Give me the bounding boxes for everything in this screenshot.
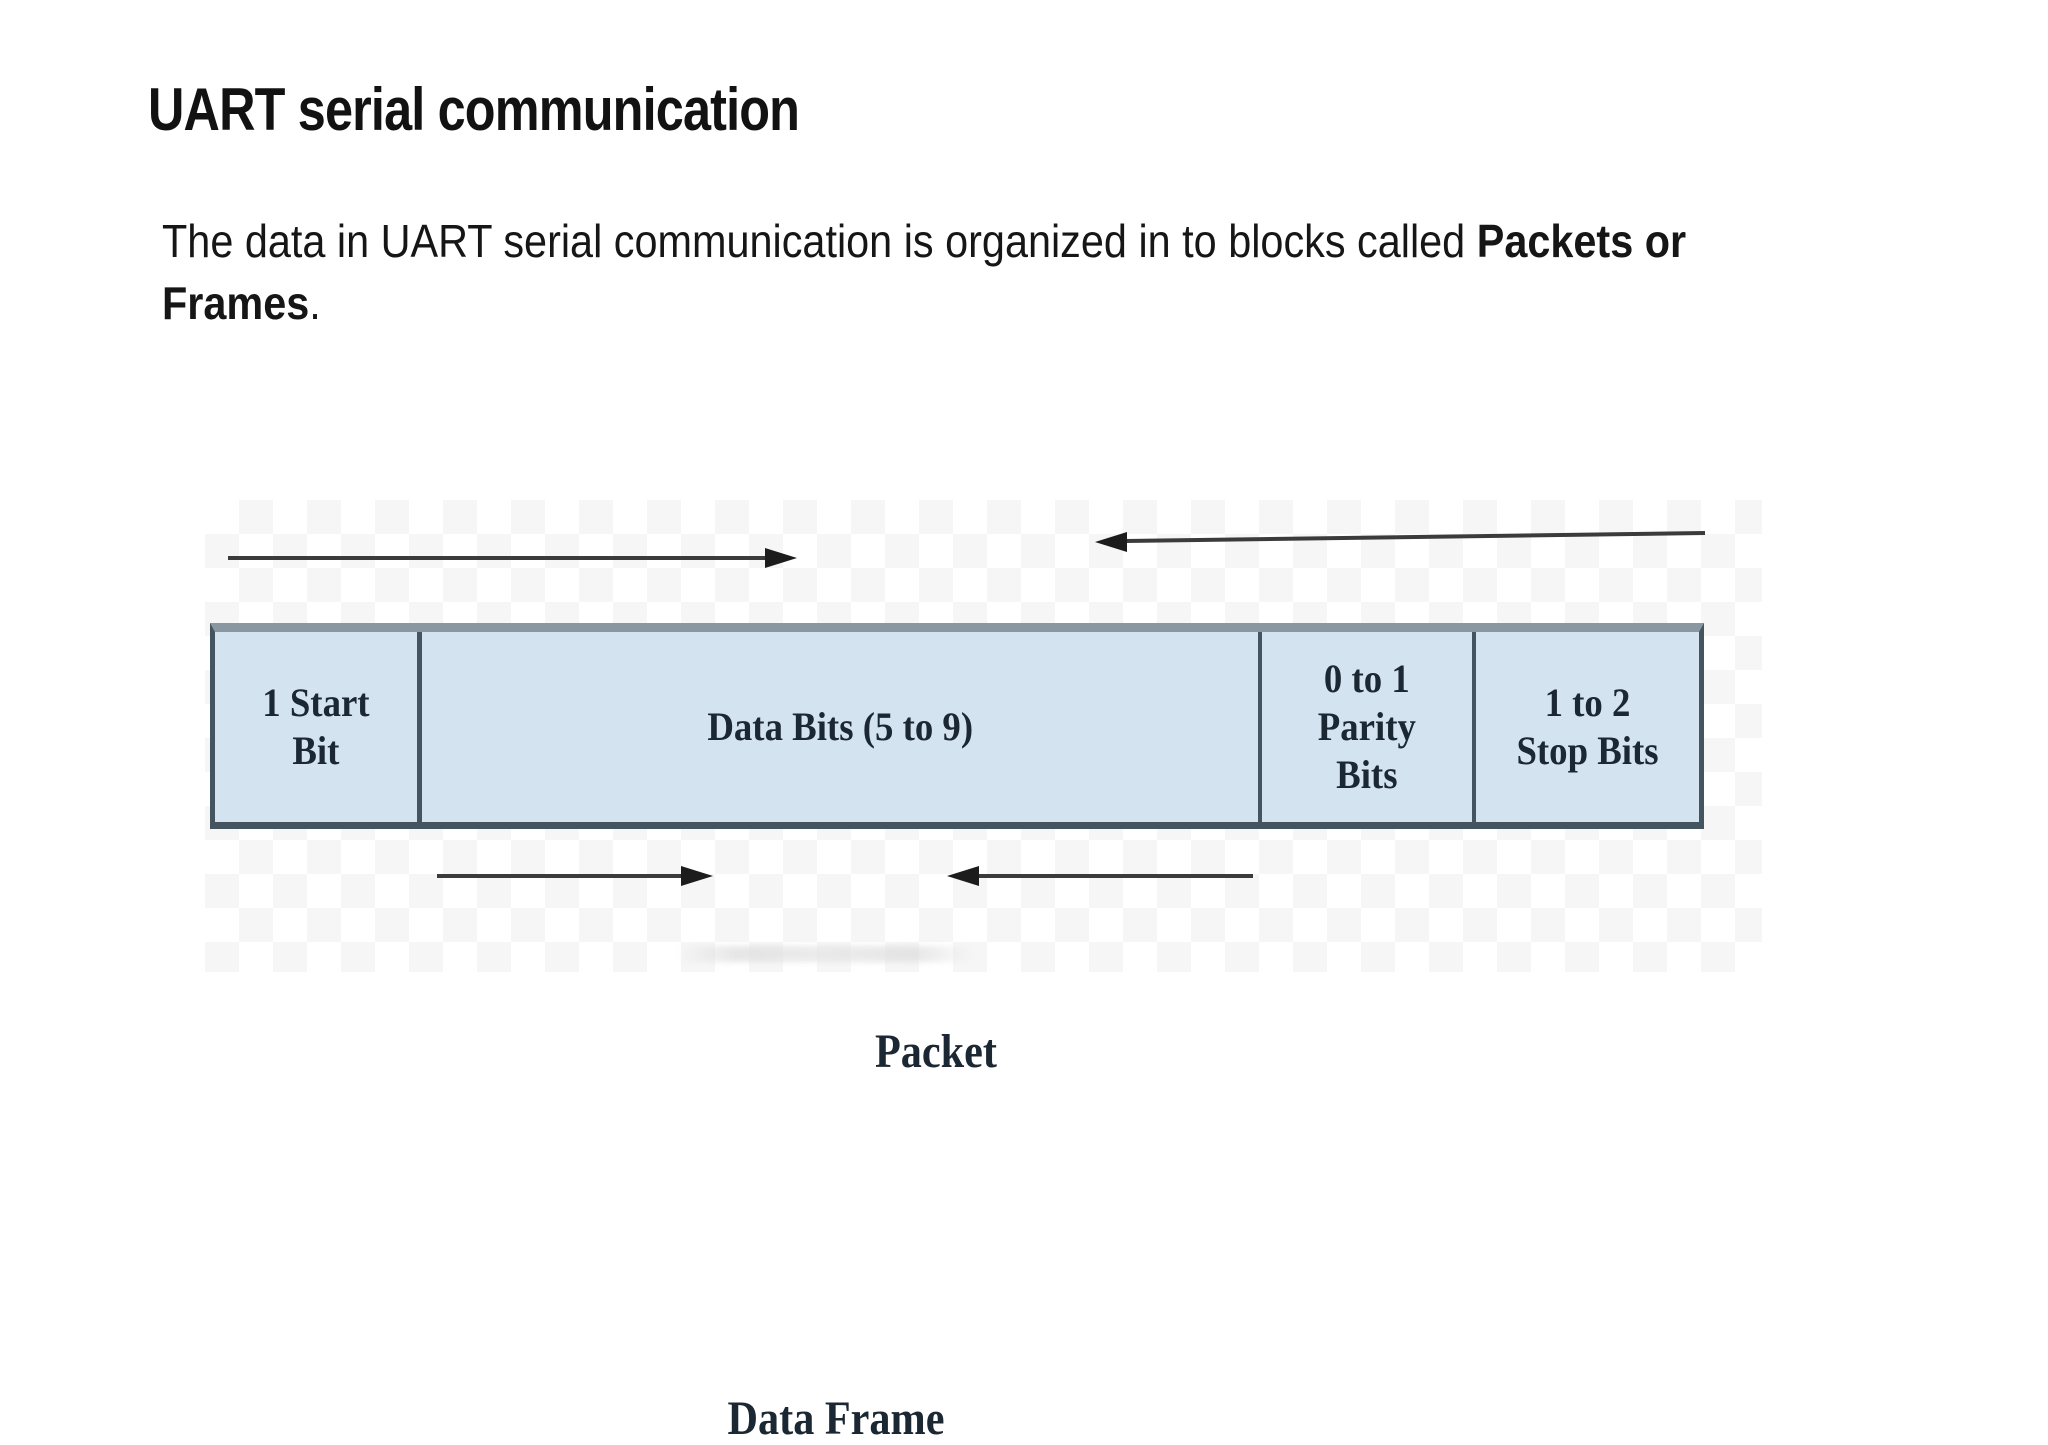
parity-bits-cell-label: 0 to 1 Parity Bits <box>1318 656 1417 797</box>
data-frame-arrow-left <box>437 866 713 886</box>
uart-packet-diagram: Packet 1 Start Bit Data Bits (5 to 9) 0 … <box>205 500 1762 1445</box>
arrow-layer <box>228 531 1706 886</box>
data-bits-cell-label: Data Bits (5 to 9) <box>707 704 973 749</box>
data-bits-cell: Data Bits (5 to 9) <box>416 632 1258 822</box>
intro-line1-normal: The data in UART serial communication is… <box>162 215 1477 267</box>
intro-line2-suffix: . <box>309 277 321 329</box>
packet-structure-table: 1 Start Bit Data Bits (5 to 9) 0 to 1 Pa… <box>210 623 1704 829</box>
page-title: UART serial communication <box>148 76 800 143</box>
stop-bits-cell-label: 1 to 2 Stop Bits <box>1516 680 1659 773</box>
intro-line2-bold: Frames <box>162 277 310 329</box>
parity-bits-cell: 0 to 1 Parity Bits <box>1258 632 1472 822</box>
packet-arrow-right <box>1095 531 1706 552</box>
start-bit-cell-label: 1 Start Bit <box>262 680 370 773</box>
data-frame-arrow-right <box>947 866 1253 886</box>
jpeg-artifact-smudge <box>675 946 975 962</box>
stop-bits-cell: 1 to 2 Stop Bits <box>1471 632 1699 822</box>
data-frame-label: Data Frame <box>727 1392 945 1445</box>
start-bit-cell: 1 Start Bit <box>215 632 417 822</box>
intro-line1-bold: Packets or <box>1476 215 1687 267</box>
packet-label: Packet <box>875 1025 997 1078</box>
intro-paragraph: The data in UART serial communication is… <box>162 210 1686 334</box>
packet-arrow-left <box>228 548 797 568</box>
